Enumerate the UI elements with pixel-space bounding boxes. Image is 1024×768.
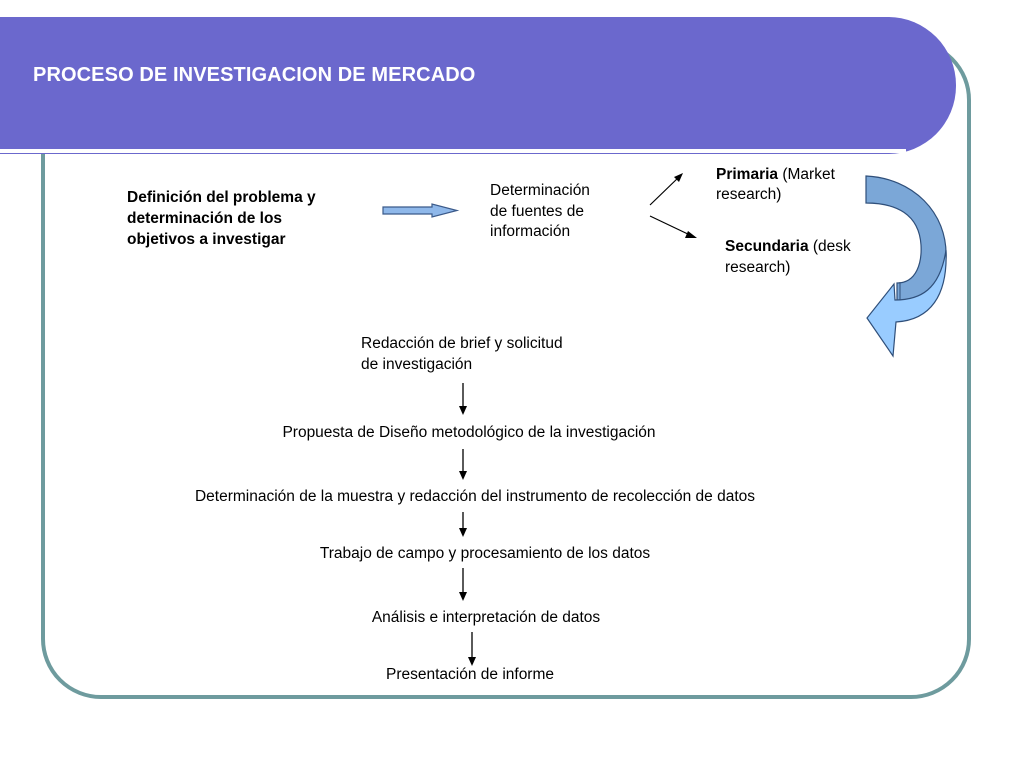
definition-line-2: determinación de los: [127, 210, 283, 227]
branch-arrow-secondary: [649, 215, 697, 238]
sources-line-3: información: [490, 223, 571, 240]
brief-line-2: de investigación: [361, 356, 473, 373]
step-fieldwork: Trabajo de campo y procesamiento de los …: [319, 545, 651, 562]
secondary-label-bold: Secundaria: [725, 238, 809, 255]
step-methodology: Propuesta de Diseño metodológico de la i…: [282, 424, 656, 441]
title-banner: [0, 17, 956, 154]
definition-line-1: Definición del problema y: [127, 189, 316, 206]
secondary-label-line-2: research): [725, 259, 791, 276]
flow-arrow-4: [459, 568, 467, 601]
definition-line-3: objetivos a investigar: [127, 231, 286, 248]
primary-label-rest: (Market: [778, 166, 835, 183]
slide-title: PROCESO DE INVESTIGACION DE MERCADO: [33, 64, 476, 86]
brief-line-1: Redacción de brief y solicitud: [361, 335, 563, 352]
secondary-label: Secundaria (desk: [725, 237, 851, 258]
secondary-label-rest: (desk: [808, 238, 851, 255]
curved-arrow: [865, 175, 947, 358]
primary-label: Primaria (Market: [716, 165, 835, 186]
step-sample: Determinación de la muestra y redacción …: [194, 488, 756, 505]
primary-label-line-2: research): [716, 186, 782, 203]
branch-arrow-primary: [649, 173, 683, 206]
block-arrow-right: [382, 203, 460, 218]
sources-line-2: de fuentes de: [490, 203, 584, 220]
flow-arrow-5: [468, 632, 476, 666]
flow-arrow-2: [459, 449, 467, 480]
flow-arrow-1: [459, 383, 467, 415]
title-underline: [0, 149, 906, 153]
flow-arrow-3: [459, 512, 467, 537]
step-report: Presentación de informe: [385, 666, 555, 683]
primary-label-bold: Primaria: [716, 166, 779, 183]
sources-line-1: Determinación: [490, 182, 590, 199]
step-analysis: Análisis e interpretación de datos: [371, 609, 601, 626]
